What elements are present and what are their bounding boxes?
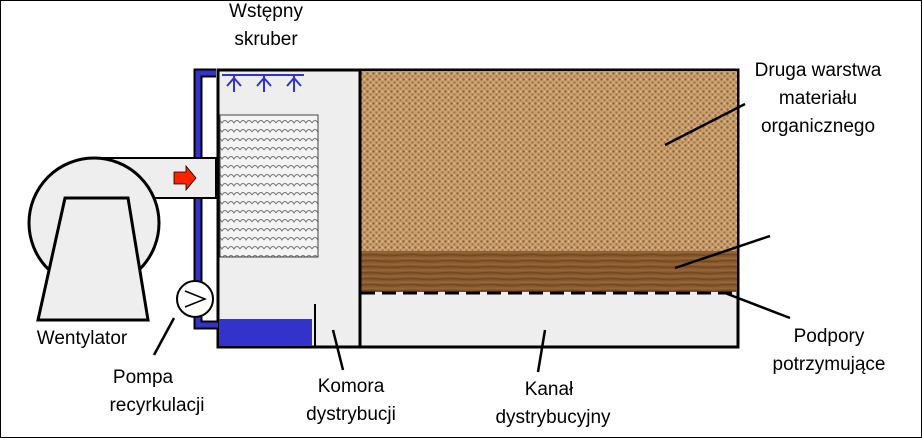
spray-nozzles xyxy=(222,74,304,92)
channel-label-1: Kanał xyxy=(525,379,574,400)
chamber-label-1: Komora xyxy=(318,376,385,397)
chamber-label-2: dystrybucji xyxy=(306,404,396,425)
pump-label-1: Pompa xyxy=(113,367,174,388)
scrubber-packing xyxy=(219,114,319,258)
pump-label-2: recyrkulacji xyxy=(109,395,204,416)
organic-label-2: materiału xyxy=(779,88,857,109)
scrubber-label-1: Wstępny xyxy=(229,1,303,22)
airflow-arrow-icon xyxy=(173,164,197,192)
supports-label-2: potrzymujące xyxy=(773,354,886,375)
organic-label-3: organicznego xyxy=(761,116,875,137)
wood-support-layer xyxy=(361,251,737,292)
pump-icon xyxy=(176,280,214,318)
leader-lines xyxy=(152,102,791,373)
supports-label-1: Podpory xyxy=(794,326,865,347)
channel-label-2: dystrybucyjny xyxy=(495,407,611,428)
organic-material-layer xyxy=(361,71,737,251)
water-sump xyxy=(219,319,312,346)
fan-label: Wentylator xyxy=(37,328,128,349)
fan-stand xyxy=(36,196,150,322)
organic-label-1: Druga warstwa xyxy=(755,60,882,81)
scrubber-label-2: skruber xyxy=(234,29,298,50)
